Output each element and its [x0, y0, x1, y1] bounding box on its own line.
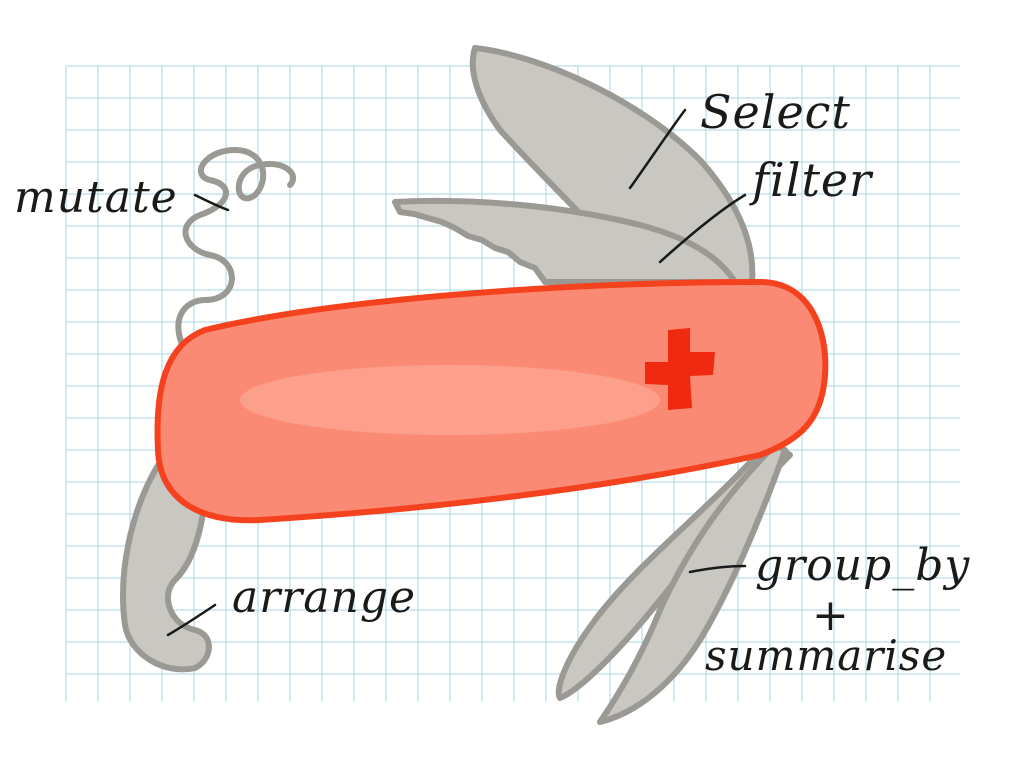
select-label: Select [700, 85, 851, 139]
mutate-leader-line [193, 193, 230, 212]
arrange-label: arrange [232, 572, 416, 623]
corkscrew-tool [175, 147, 297, 363]
filter-leader-line [658, 193, 747, 264]
arrange-leader-line [166, 603, 217, 637]
group-by-label: group_by [755, 540, 970, 591]
scissor-blade-2 [597, 442, 788, 725]
group-by-leader-line [688, 564, 747, 574]
body-highlight [240, 365, 660, 435]
select-leader-line [628, 108, 687, 190]
summarise-label: summarise [705, 631, 947, 680]
leader-lines [166, 108, 747, 637]
cross-icon [645, 328, 715, 410]
hook-tool [120, 459, 212, 673]
saw-blade-tool [392, 197, 738, 285]
filter-label: filter [749, 153, 874, 207]
knife-body [154, 278, 829, 524]
mutate-label: mutate [14, 172, 178, 223]
tools [120, 45, 793, 725]
plus-label: + [812, 590, 850, 641]
main-blade-tool [469, 45, 756, 285]
